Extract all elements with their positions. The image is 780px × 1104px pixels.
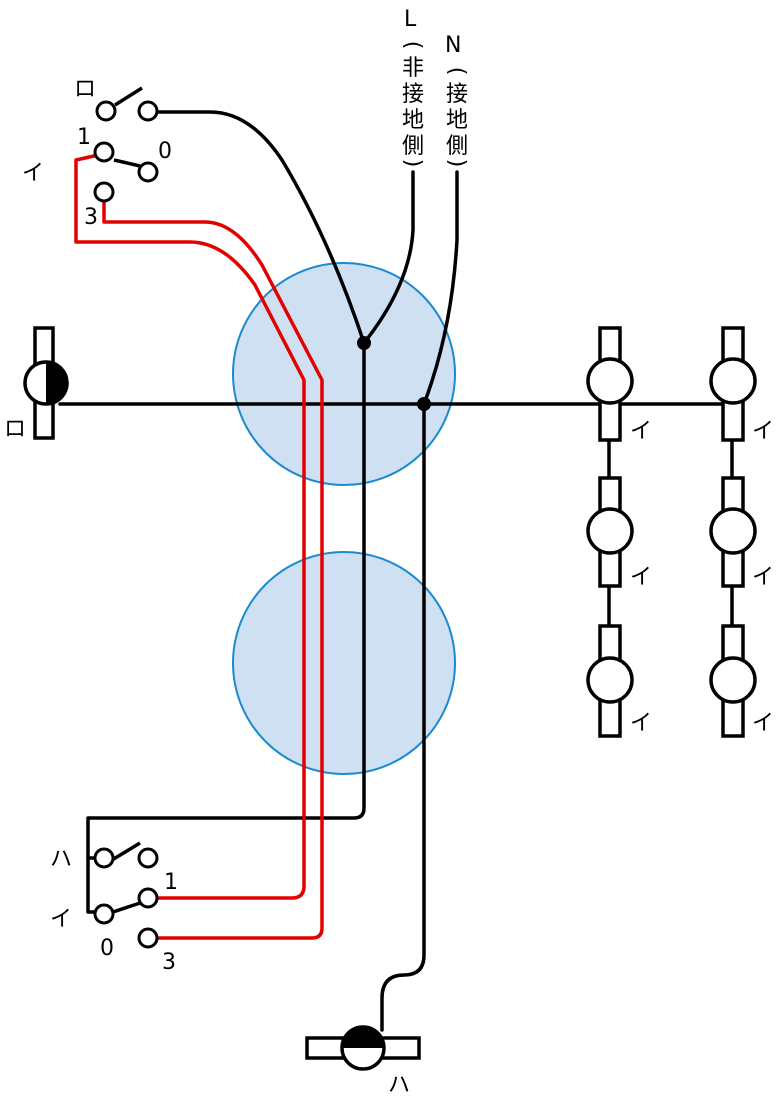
supply-neutral-sub-1: 接: [446, 82, 468, 107]
lamp-i-b1-bulb: [709, 357, 757, 405]
lamp-i-b2-bulb: [709, 507, 757, 555]
bottom-switch-i-label: イ: [50, 907, 72, 932]
neutral-junction-dot: [417, 397, 431, 411]
lamp-i-a3-label: イ: [630, 711, 652, 736]
junction-box-lower: [232, 551, 456, 775]
supply-line-sub-2: 接: [402, 82, 424, 107]
lamp-i-a2-label: イ: [630, 565, 652, 590]
line-junction-dot: [357, 336, 371, 350]
junction-box-upper: [232, 262, 456, 486]
bottom-switch-terminal-3: [137, 927, 159, 949]
top-switch-1-label: 1: [77, 125, 91, 150]
top-switch-feed-wire: [156, 110, 366, 345]
lamp-i-a2-bulb: [586, 507, 634, 555]
lamp-i-b1-label: イ: [752, 419, 774, 444]
supply-neutral-sub-0: (: [444, 67, 469, 76]
bottom-switch-terminal-ha-left: [93, 847, 115, 869]
supply-line-sub-3: 地: [402, 108, 424, 133]
lamp-i-b2-label: イ: [752, 565, 774, 590]
bottom-switch-feed-wire: [86, 341, 366, 914]
lamp-ha: [305, 1025, 421, 1071]
top-switch-terminal-0: [137, 161, 159, 183]
neutral-supply-wire: [422, 170, 459, 406]
lamp-i-b3-bulb: [709, 656, 757, 704]
lamp-i-b3-label: イ: [752, 711, 774, 736]
top-switch-lever-ro: [114, 86, 143, 107]
top-switch-terminal-3: [93, 181, 115, 203]
bottom-switch-terminal-1: [137, 887, 159, 909]
bottom-switch-0-label: 0: [100, 936, 114, 961]
supply-neutral-sub-4: ): [444, 159, 469, 168]
top-switch-terminal-ro-right: [137, 100, 159, 122]
lamp-ro-label: ロ: [4, 417, 26, 442]
lamp-i-a1-bulb: [586, 357, 634, 405]
bottom-switch-lever-ha: [111, 841, 141, 862]
top-switch-terminal-ro-left: [95, 100, 117, 122]
top-switch-0-label: 0: [158, 139, 172, 164]
top-switch-i-label: イ: [22, 161, 44, 186]
top-switch-ro-label: ロ: [74, 77, 96, 102]
three-way-switch-bottom: [93, 841, 159, 949]
lamp-i-b3: [709, 624, 757, 738]
supply-neutral-label: N: [445, 33, 461, 58]
supply-neutral-sub-2: 地: [446, 108, 468, 133]
neutral-to-lamp-ha-wire: [380, 402, 426, 1032]
supply-line-sub-1: 非: [402, 56, 424, 81]
lamp-i-a3-bulb: [586, 656, 634, 704]
supply-line-sub-4: 側: [402, 134, 424, 159]
bottom-switch-1-label: 1: [164, 870, 178, 895]
lamp-i-a3: [586, 624, 634, 738]
bottom-switch-3-label: 3: [162, 950, 176, 975]
bottom-switch-lever-i: [112, 901, 141, 914]
supply-neutral-sub-3: 側: [446, 134, 468, 159]
traveler-wire-3: [102, 192, 324, 940]
lamp-i-a1-label: イ: [630, 419, 652, 444]
bottom-switch-ha-label: ハ: [50, 847, 72, 872]
lamp-ha-half-fill: [342, 1027, 384, 1048]
traveler-wire-1: [74, 154, 306, 900]
line-supply-wire: [362, 170, 415, 345]
supply-line-sub-5: ): [400, 159, 425, 168]
lamp-i-b2: [709, 476, 757, 588]
bottom-switch-terminal-ha-right: [137, 847, 159, 869]
top-switch-lever-i: [113, 158, 141, 168]
lamp-i-b1: [709, 326, 757, 442]
top-switch-terminal-1: [93, 141, 115, 163]
lamp-ha-label: ハ: [388, 1073, 410, 1098]
bottom-switch-terminal-0: [93, 903, 115, 925]
lamp-i-a2: [586, 476, 634, 588]
lamp-ro-half-fill: [46, 362, 67, 404]
top-switch-3-label: 3: [84, 205, 98, 230]
lamp-i-a1: [586, 326, 634, 442]
lamp-ro: [23, 326, 69, 440]
supply-line-sub-0: (: [400, 41, 425, 50]
three-way-switch-top: [93, 86, 159, 203]
supply-line-label: L: [404, 7, 417, 32]
